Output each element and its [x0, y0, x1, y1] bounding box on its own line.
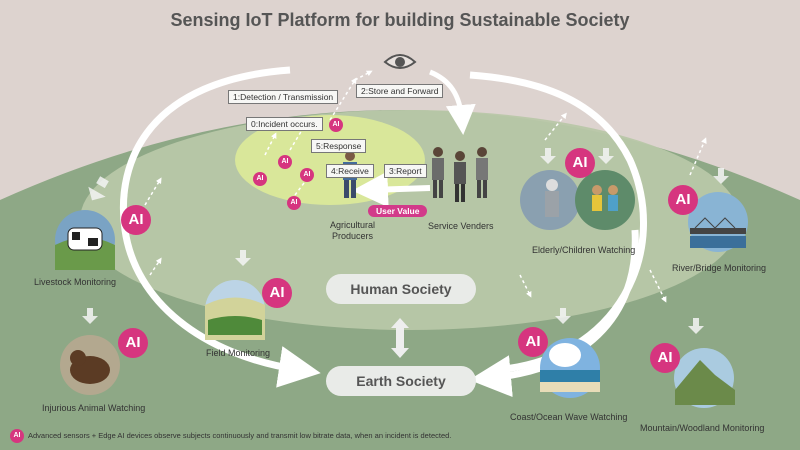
- arrow-to-producers: [352, 171, 431, 208]
- field-photo: [205, 280, 265, 340]
- scene-mountain-label: Mountain/Woodland Monitoring: [640, 423, 765, 433]
- ai-badge-icon: AI: [329, 118, 343, 132]
- scene-elderly-label: Elderly/Children Watching: [532, 245, 636, 255]
- ai-badge-icon: AI: [121, 205, 151, 235]
- step-store-forward: 2:Store and Forward: [356, 84, 444, 98]
- eye-icon: [383, 54, 417, 69]
- diagram-title: Sensing IoT Platform for building Sustai…: [170, 10, 630, 30]
- ai-badge-icon: AI: [565, 148, 595, 178]
- ai-badge-icon: AI: [650, 343, 680, 373]
- ai-badge-icon: AI: [518, 327, 548, 357]
- user-value-badge: User Value: [368, 205, 428, 217]
- producers-label: Agricultural Producers: [330, 220, 376, 241]
- venders-label: Service Venders: [428, 221, 494, 231]
- arrow-down-right: [429, 69, 476, 135]
- ai-badge-icon: AI: [262, 278, 292, 308]
- step-report: 3:Report: [384, 164, 427, 178]
- human-society-label: Human Society: [326, 274, 476, 304]
- ai-badge-icon: AI: [118, 328, 148, 358]
- scene-river-label: River/Bridge Monitoring: [672, 263, 767, 273]
- step-incident: 0:Incident occurs.: [246, 117, 323, 131]
- cow-photo: [55, 210, 115, 270]
- elderly-children-photo: [520, 170, 635, 230]
- ai-badge-icon: AI: [287, 196, 301, 210]
- ai-badge-icon: AI: [278, 155, 292, 169]
- bridge-photo: [688, 192, 748, 252]
- double-arrow: [391, 318, 409, 358]
- arrow-to-earth: [469, 229, 639, 398]
- cycle-arrow-right: [469, 71, 647, 374]
- ai-badge-icon: AI: [668, 185, 698, 215]
- footnote: Advanced sensors + Edge AI devices obser…: [28, 431, 452, 440]
- step-receive: 4:Receive: [326, 164, 374, 178]
- step-response: 5:Response: [311, 139, 367, 153]
- ocean-wave-photo: [540, 338, 600, 398]
- scene-livestock-label: Livestock Monitoring: [34, 277, 117, 287]
- ai-badge-icon: AI: [300, 168, 314, 182]
- earth-society-label: Earth Society: [326, 366, 476, 396]
- scene-coast-label: Coast/Ocean Wave Watching: [510, 412, 628, 422]
- bear-photo: [60, 335, 120, 395]
- vender-icon: [432, 147, 488, 202]
- footnote-ai-icon: AI: [10, 429, 24, 443]
- scene-animal-label: Injurious Animal Watching: [42, 403, 146, 413]
- ai-badge-icon: AI: [253, 172, 267, 186]
- step-detection: 1:Detection / Transmission: [228, 90, 339, 104]
- scene-field-label: Field Monitoring: [206, 348, 271, 358]
- mountain-photo: [674, 348, 735, 408]
